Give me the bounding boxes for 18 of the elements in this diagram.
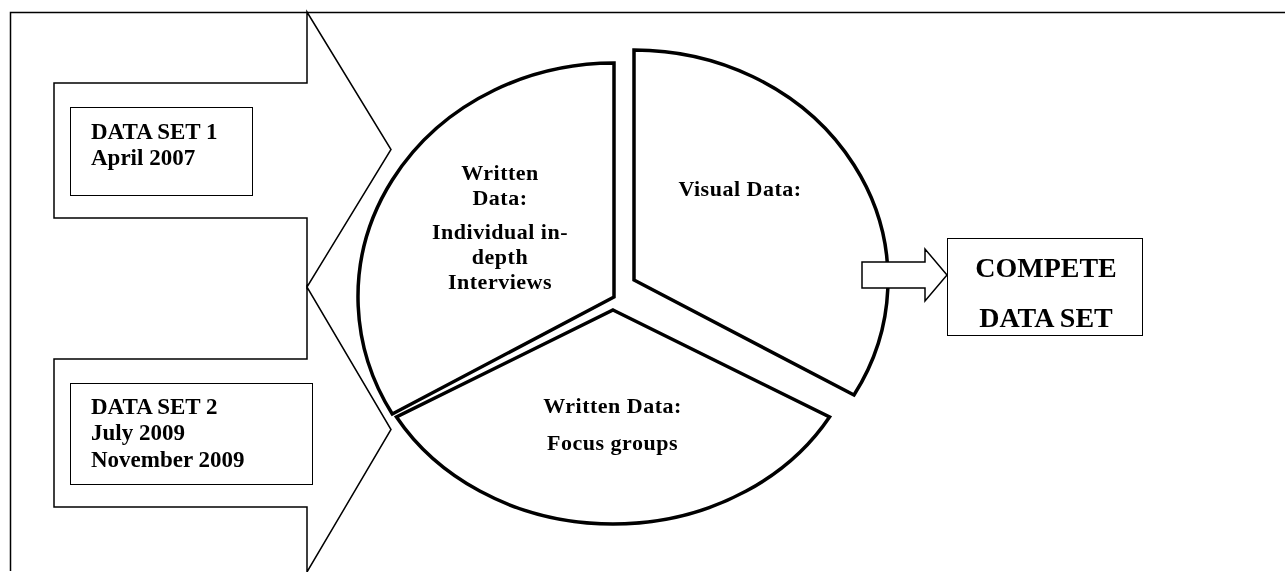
box-heading: COMPETE DATA SET [974, 251, 1118, 336]
block-arrow [861, 246, 948, 304]
slice-heading: Visual Data: [677, 176, 803, 202]
box-text: July 2009 [91, 420, 186, 447]
slice-text: Individual in-depth Interviews [431, 218, 569, 295]
text-box [70, 383, 313, 485]
box-heading: DATA SET 2 [91, 394, 219, 421]
pie-slice [632, 48, 890, 397]
box-text: April 2007 [91, 145, 197, 172]
box-heading: DATA SET 1 [91, 119, 219, 146]
text-box [947, 238, 1143, 336]
text-box [70, 107, 253, 196]
pie-slice [395, 308, 832, 526]
slice-heading: Written Data: [460, 160, 540, 211]
box-text: November 2009 [91, 446, 246, 474]
block-arrow [53, 284, 392, 572]
slice-heading: Written Data: [542, 393, 683, 419]
slice-text: Focus groups [546, 430, 679, 456]
